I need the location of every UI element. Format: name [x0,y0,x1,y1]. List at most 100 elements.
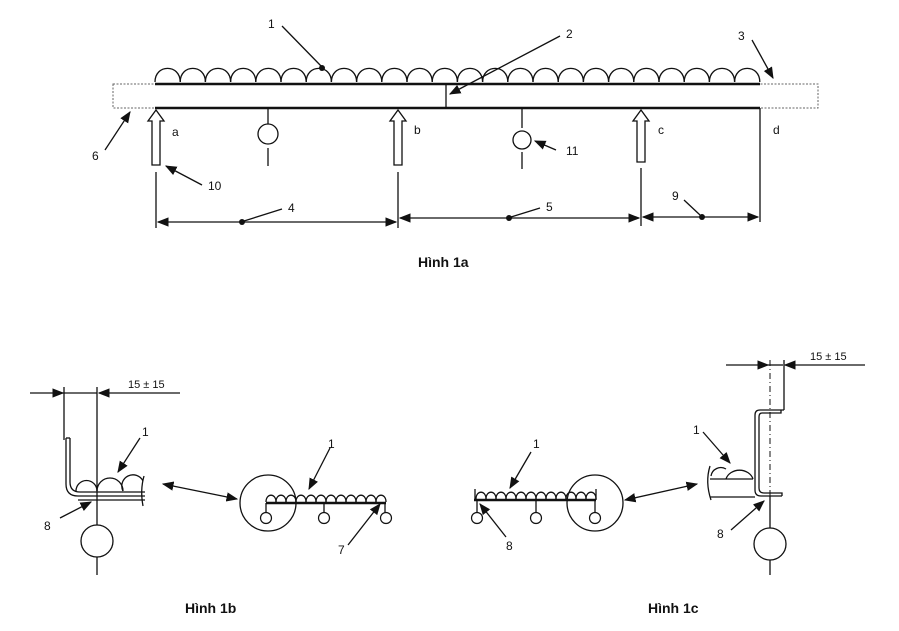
product-item [406,67,433,83]
product-item [633,67,660,83]
callout-dot [319,65,325,71]
product-item [330,67,358,83]
product-item [708,67,736,83]
product-item [381,67,408,83]
leader-line-4 [243,208,283,222]
load-cell-symbol [470,500,484,525]
product-item [179,67,207,83]
load-cell-symbol [379,503,393,525]
callout-5: 5 [546,200,553,214]
product-item [154,67,181,83]
figure-1b: 15 ± 15 1 8 [30,379,393,616]
product-item [365,494,377,503]
product-item [355,67,383,83]
support-arrow-c [631,108,651,163]
product-item [575,491,587,500]
product-item [733,67,761,83]
callout-1-overview: 1 [533,437,540,451]
load-cell-symbol [512,108,532,169]
beam-outline [112,83,819,109]
dimension-value: 15 ± 15 [128,379,165,391]
product-item [355,494,367,503]
callout-2: 2 [566,27,573,41]
callout-8: 8 [44,519,51,533]
load-cell-symbol [317,503,331,525]
leader-arrow-1 [308,447,331,491]
side-guide [65,438,145,497]
load-cell-symbol [753,527,787,561]
leader-arrow-2 [448,35,561,95]
load-cell-symbol [80,524,114,558]
load-cell-symbol [259,503,273,525]
product-item [325,494,337,503]
product-item [545,491,557,500]
load-cell-symbol [529,500,543,525]
leader-line-9 [683,199,701,216]
leader-line-5 [510,207,541,218]
product-item [305,67,333,83]
product-item [280,67,307,83]
support-arrow-b [388,108,408,166]
support-label-a: a [172,125,179,139]
leader-arrow-1 [509,451,532,490]
callout-1: 1 [268,17,275,31]
break-line [707,465,712,501]
product-item [507,67,534,83]
callout-dot [506,215,512,221]
product-item [295,494,307,503]
product-item [658,67,685,83]
leader-arrow-1 [702,431,731,464]
break-line [141,475,145,507]
dimension-value: 15 ± 15 [810,351,847,363]
side-guide [754,409,784,497]
load-cell-symbol [588,500,602,525]
support-label-c: c [658,123,664,137]
callout-11: 11 [566,144,579,158]
product-item [582,67,610,83]
product-item [475,491,487,500]
callout-4: 4 [288,201,295,215]
product-item [315,494,327,503]
product-item [255,67,282,83]
callout-8-detail: 8 [717,527,724,541]
product-item [515,491,527,500]
callout-1-detail: 1 [142,425,149,439]
load-cell-symbol [257,108,279,166]
product-item [607,67,635,83]
detail-reference-arrow [623,481,699,503]
detail-reference-arrow [161,481,239,502]
support-label-d: d [773,123,780,137]
figure-caption-1a: Hình 1a [418,254,469,270]
leader-arrow-10 [164,165,203,186]
product-item [557,67,585,83]
product-item [456,67,484,83]
leader-arrow-8 [730,500,765,531]
callout-3: 3 [738,29,745,43]
callout-dot [699,214,705,220]
product-item [532,67,559,83]
product-row [154,67,761,83]
product-row [265,494,387,503]
callout-9: 9 [672,189,679,203]
callout-8-overview: 8 [506,539,513,553]
callout-dot [239,219,245,225]
product-item [585,491,597,500]
figure-1c: 1 8 15 ± 15 1 8 Hình 1c [470,351,865,616]
callout-7: 7 [338,543,345,557]
product-item [555,491,567,500]
product-item [431,67,459,83]
product-item [505,491,517,500]
product-item [525,491,537,500]
callout-1-detail: 1 [693,423,700,437]
product-item [305,494,317,503]
product-item [683,67,711,83]
figure-caption-1c: Hình 1c [648,600,699,616]
product-item [204,67,232,83]
leader-arrow-3 [751,39,774,80]
callout-6: 6 [92,149,99,163]
product-item [535,491,547,500]
leader-line-1 [281,25,323,68]
detail-circle [566,474,624,532]
product-item [485,491,497,500]
